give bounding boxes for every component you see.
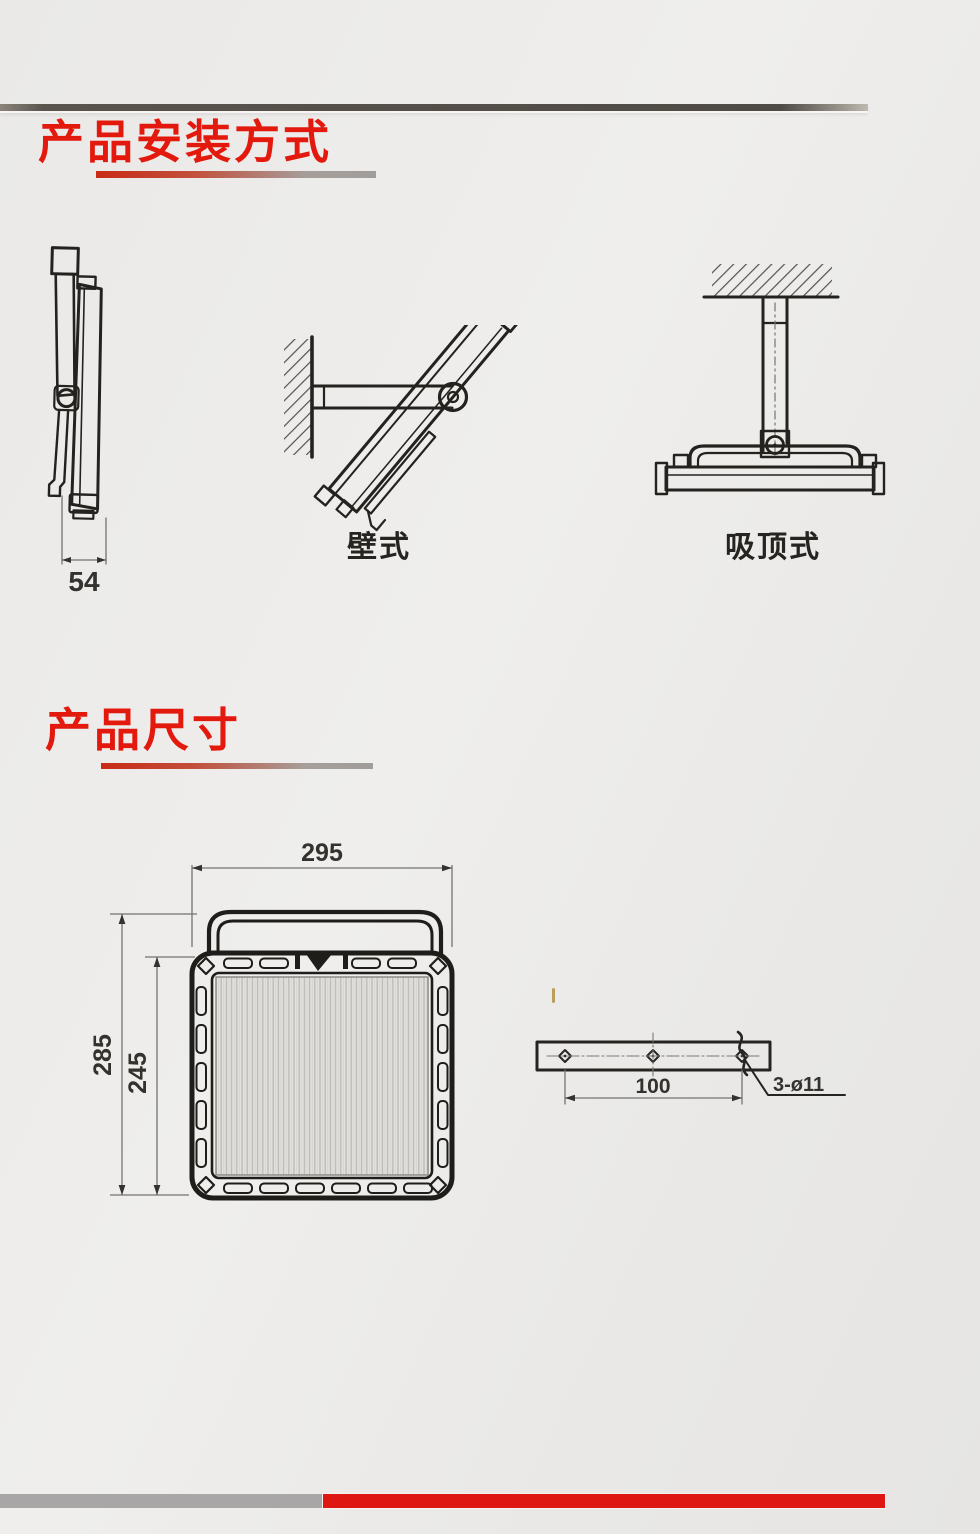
ceiling-hatch [712,264,832,297]
section-title-installation: 产品安装方式 [38,117,332,168]
front-body-height-dimension: 245 [124,1052,152,1094]
wall-hatch [284,339,312,455]
bottom-bar-gray [0,1494,323,1508]
wall-mount-label: 壁式 [347,531,411,564]
led-panel [215,976,429,1176]
bracket-holes-spec: 3-ø11 [773,1074,824,1096]
wall-mount-drawing [284,325,522,532]
stray-mark [552,988,555,1003]
side-view-depth-dimension: 54 [68,566,100,597]
front-dimension-drawing: 295 285 245 [89,839,455,1201]
side-view-drawing: 54 [47,246,107,597]
bottom-bar-red [323,1494,885,1508]
top-divider-rule [0,104,868,111]
bracket-hole-spacing-dimension: 100 [635,1075,670,1098]
front-total-height-dimension: 285 [89,1034,117,1076]
installation-title-underline [96,171,376,178]
dimensions-title-underline [101,763,373,769]
section-title-dimensions: 产品尺寸 [45,705,241,756]
ceiling-mount-label: 吸顶式 [725,531,821,564]
mounting-bracket-drawing: 100 3-ø11 [535,1030,846,1105]
ceiling-mount-drawing [654,264,886,496]
front-width-dimension: 295 [301,839,343,867]
